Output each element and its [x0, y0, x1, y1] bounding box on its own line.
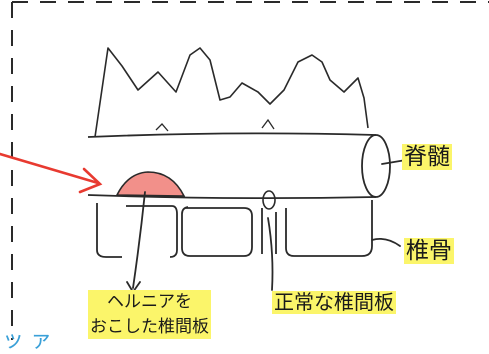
label-normal-disc: 正常な椎間板 — [272, 290, 396, 314]
corner-text: ッァ — [2, 328, 59, 353]
spinous-processes — [94, 47, 369, 138]
label-herniated-line2: おこした椎間板 — [90, 316, 209, 337]
pointer-lines — [126, 159, 407, 294]
red-arrow — [0, 152, 103, 194]
normal-disc — [262, 190, 276, 210]
dashed-frame — [11, 1, 489, 340]
spinal-cord-tube — [87, 132, 391, 200]
label-vertebra: 椎骨 — [404, 238, 454, 265]
label-herniated-disc: ヘルニアを おこした椎間板 — [88, 290, 211, 340]
label-herniated-line1: ヘルニアを — [107, 292, 192, 312]
vertebral-bodies — [96, 200, 373, 258]
herniated-disc-bulge — [115, 171, 186, 197]
label-spinal-cord: 脊髄 — [402, 144, 452, 171]
